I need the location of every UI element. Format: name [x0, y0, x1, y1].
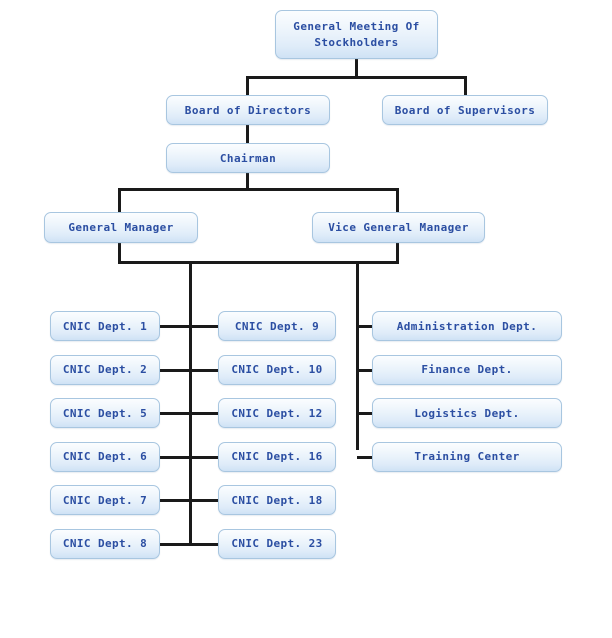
- node-label: CNIC Dept. 18: [231, 493, 323, 507]
- node-logistics-dept[interactable]: Logistics Dept.: [372, 398, 562, 428]
- node-label: Board of Directors: [184, 103, 312, 117]
- node-cnic-dept-16[interactable]: CNIC Dept. 16: [218, 441, 336, 472]
- connector-chairman-stem: [246, 173, 249, 190]
- node-administration-dept[interactable]: Administration Dept.: [372, 311, 562, 341]
- node-cnic-dept-10[interactable]: CNIC Dept. 10: [218, 354, 336, 385]
- connector-top-stem: [355, 59, 358, 78]
- node-cnic-dept-1[interactable]: CNIC Dept. 1: [50, 311, 160, 341]
- connector-cnic-dept-8: [160, 542, 192, 546]
- connector-cnic-dept-9: [190, 325, 218, 328]
- node-board-of-directors[interactable]: Board of Directors: [166, 95, 330, 125]
- node-label: Logistics Dept.: [414, 406, 520, 420]
- connector-cnic-dept-7: [160, 499, 192, 502]
- connector-cnic-dept-16: [190, 455, 218, 459]
- node-label: CNIC Dept. 10: [231, 363, 323, 376]
- connector-cnic-dept-18: [190, 499, 218, 502]
- connector-directors-to-chairman: [246, 125, 249, 144]
- node-label: CNIC Dept. 9: [234, 319, 320, 333]
- connector-to-general-manager: [118, 188, 121, 213]
- node-label: CNIC Dept. 6: [62, 450, 148, 463]
- node-label: CNIC Dept. 23: [231, 537, 323, 550]
- connector-cnic-dept-1: [160, 325, 192, 328]
- connector-to-board-of-directors: [246, 76, 249, 96]
- node-label: General Meeting Of Stockholders: [293, 19, 419, 51]
- connector-cnic-dept-5: [160, 412, 192, 415]
- node-board-of-supervisors[interactable]: Board of Supervisors: [382, 95, 548, 125]
- node-general-manager[interactable]: General Manager: [44, 212, 198, 243]
- node-label: General Manager: [68, 221, 174, 234]
- node-cnic-dept-6[interactable]: CNIC Dept. 6: [50, 441, 160, 472]
- node-cnic-dept-2[interactable]: CNIC Dept. 2: [50, 354, 160, 385]
- node-cnic-dept-5[interactable]: CNIC Dept. 5: [50, 398, 160, 428]
- node-label: CNIC Dept. 7: [62, 493, 148, 507]
- node-cnic-dept-9[interactable]: CNIC Dept. 9: [218, 311, 336, 341]
- connector-cnic-dept-6: [160, 455, 192, 459]
- connector-to-board-of-supervisors: [464, 76, 467, 96]
- connector-administration-dept: [357, 325, 372, 328]
- node-label: Training Center: [414, 450, 520, 463]
- connector-cnic-dept-12: [190, 412, 218, 415]
- connector-training-center: [357, 455, 372, 459]
- node-training-center[interactable]: Training Center: [372, 441, 562, 472]
- node-label: Finance Dept.: [421, 363, 513, 376]
- node-cnic-dept-18[interactable]: CNIC Dept. 18: [218, 485, 336, 515]
- node-label: CNIC Dept. 2: [62, 363, 148, 376]
- node-label-line2: Stockholders: [314, 35, 399, 49]
- connector-cnic-dept-10: [190, 368, 218, 372]
- connector-managers-join-bar: [118, 261, 399, 264]
- node-label: CNIC Dept. 12: [231, 406, 323, 420]
- node-cnic-dept-12[interactable]: CNIC Dept. 12: [218, 398, 336, 428]
- node-label: CNIC Dept. 5: [62, 406, 148, 420]
- node-label: Chairman: [219, 151, 277, 165]
- node-cnic-dept-8[interactable]: CNIC Dept. 8: [50, 528, 160, 559]
- node-general-meeting-of-stockholders[interactable]: General Meeting Of Stockholders: [275, 10, 438, 59]
- connector-finance-dept: [357, 368, 372, 372]
- node-label: CNIC Dept. 16: [231, 450, 323, 463]
- connector-to-vice-general-manager: [396, 188, 399, 213]
- node-label: CNIC Dept. 1: [62, 319, 148, 333]
- node-finance-dept[interactable]: Finance Dept.: [372, 354, 562, 385]
- node-label: Vice General Manager: [328, 221, 469, 234]
- connector-cnic-dept-2: [160, 368, 192, 372]
- node-cnic-dept-23[interactable]: CNIC Dept. 23: [218, 528, 336, 559]
- node-label-line1: General Meeting Of: [293, 19, 420, 33]
- connector-support-trunk: [356, 261, 359, 450]
- node-label: Administration Dept.: [396, 319, 538, 333]
- connector-vice-general-manager-drop: [396, 243, 399, 264]
- connector-logistics-dept: [357, 412, 372, 415]
- node-label: CNIC Dept. 8: [62, 537, 148, 550]
- connector-cnic-trunk: [189, 261, 192, 546]
- connector-level2-bar: [246, 76, 467, 79]
- connector-general-manager-drop: [118, 243, 121, 264]
- connector-level4-bar: [118, 188, 399, 191]
- node-cnic-dept-7[interactable]: CNIC Dept. 7: [50, 485, 160, 515]
- node-chairman[interactable]: Chairman: [166, 143, 330, 173]
- connector-cnic-dept-23: [190, 542, 218, 546]
- node-vice-general-manager[interactable]: Vice General Manager: [312, 212, 485, 243]
- node-label: Board of Supervisors: [394, 103, 536, 117]
